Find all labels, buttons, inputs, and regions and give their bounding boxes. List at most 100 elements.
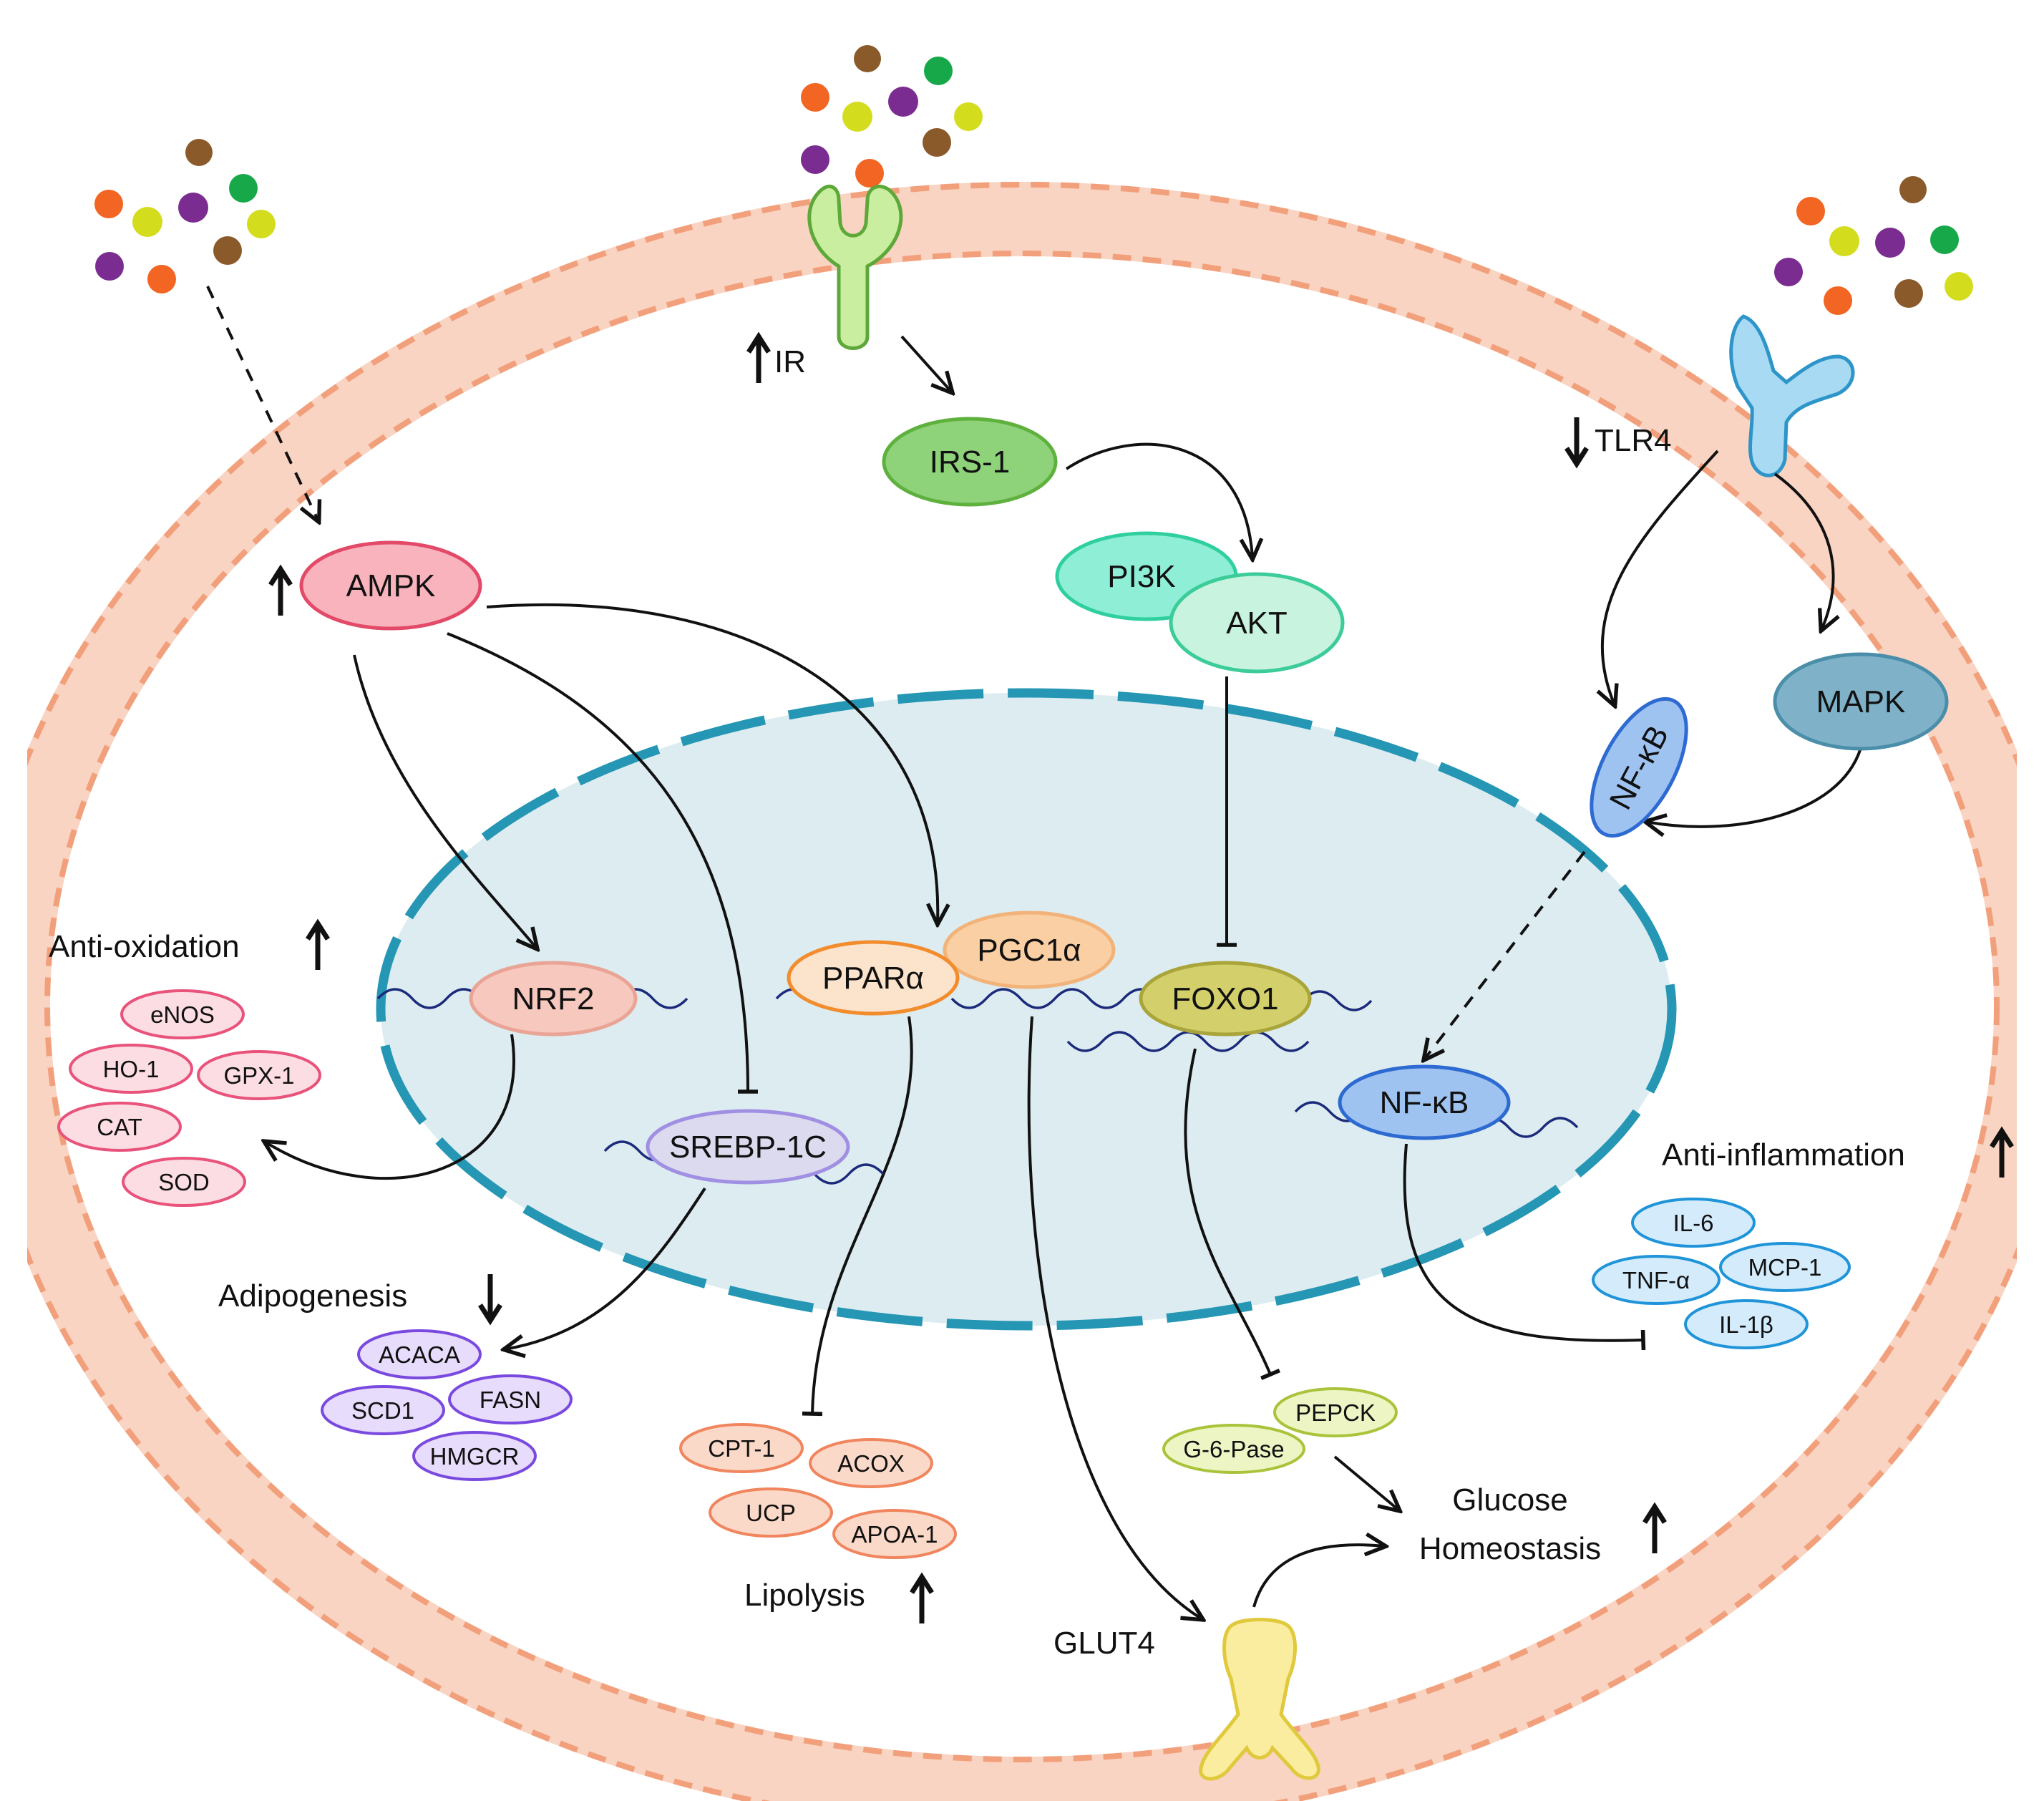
svg-text:SOD: SOD bbox=[158, 1169, 210, 1195]
up-arrow-icon bbox=[910, 1572, 934, 1623]
node-nrf2: NRF2 bbox=[469, 961, 638, 1037]
node-nfkb-cytoplasm: NF-κB bbox=[1590, 696, 1688, 838]
svg-text:ACACA: ACACA bbox=[379, 1341, 460, 1368]
antioxidant-gene-group: eNOS HO-1 GPX-1 CAT SOD bbox=[57, 989, 321, 1207]
gene-pill: HO-1 bbox=[69, 1044, 193, 1094]
inhibit-ppara-to-lipolysis-genes bbox=[802, 1016, 913, 1417]
gene-pill: ACOX bbox=[809, 1438, 933, 1488]
arrow-srebp-to-adipogenic bbox=[505, 1187, 706, 1349]
svg-text:Lipolysis: Lipolysis bbox=[744, 1578, 865, 1613]
node-foxo1: FOXO1 bbox=[1139, 961, 1312, 1037]
arrow-tlr4-to-nfkb bbox=[1602, 450, 1719, 705]
svg-text:CPT-1: CPT-1 bbox=[708, 1435, 775, 1462]
gene-pill: APOA-1 bbox=[832, 1509, 957, 1559]
down-arrow-icon bbox=[1564, 417, 1589, 469]
tlr4-receptor-shape bbox=[1729, 314, 1855, 477]
connector-lines bbox=[206, 286, 1862, 1619]
node-ampk: AMPK bbox=[268, 540, 482, 631]
gene-pill: HMGCR bbox=[412, 1431, 537, 1481]
svg-text:NRF2: NRF2 bbox=[512, 981, 595, 1016]
outcome-glucose-homeostasis: Glucose Homeostasis bbox=[1419, 1482, 1667, 1566]
arrow-ligand-to-ampk bbox=[206, 286, 318, 521]
svg-text:CAT: CAT bbox=[97, 1114, 142, 1140]
ligand-cluster-left bbox=[94, 139, 276, 293]
svg-text:SCD1: SCD1 bbox=[351, 1397, 414, 1424]
arrow-glut4-to-glucose bbox=[1252, 1545, 1385, 1608]
arrow-pgc1a-to-glut4 bbox=[1027, 1016, 1202, 1619]
svg-text:IL-6: IL-6 bbox=[1673, 1210, 1714, 1236]
gene-pill: ACACA bbox=[357, 1329, 482, 1379]
ir-label-group: IR bbox=[746, 331, 806, 383]
svg-text:AMPK: AMPK bbox=[346, 568, 436, 603]
gene-pill: IL-1β bbox=[1684, 1299, 1809, 1349]
svg-text:eNOS: eNOS bbox=[150, 1001, 215, 1028]
outcome-anti-inflammation: Anti-inflammation bbox=[1662, 1126, 2014, 1178]
svg-text:MAPK: MAPK bbox=[1816, 684, 1906, 719]
tlr4-label-group: TLR4 bbox=[1564, 417, 1672, 469]
up-arrow-icon bbox=[306, 918, 330, 970]
ir-label: IR bbox=[774, 344, 806, 379]
svg-text:Anti-inflammation: Anti-inflammation bbox=[1662, 1137, 1905, 1173]
node-srebp1c: SREBP-1C bbox=[646, 1109, 850, 1185]
lipolytic-gene-group: CPT-1 ACOX UCP APOA-1 bbox=[679, 1423, 957, 1559]
svg-text:APOA-1: APOA-1 bbox=[851, 1521, 938, 1548]
svg-text:AKT: AKT bbox=[1226, 606, 1288, 641]
svg-text:IRS-1: IRS-1 bbox=[930, 445, 1010, 480]
node-mapk: MAPK bbox=[1773, 652, 1949, 751]
gene-pill: G-6-Pase bbox=[1162, 1424, 1305, 1474]
gene-pill: FASN bbox=[448, 1374, 573, 1424]
inhibit-nfkb-to-cytokines bbox=[1403, 1143, 1646, 1351]
arrow-ampk-to-nrf2 bbox=[353, 654, 537, 948]
inhibit-ampk-to-srebp bbox=[447, 632, 759, 1094]
arrow-ir-to-irs1 bbox=[900, 335, 952, 392]
gene-pill: TNF-α bbox=[1592, 1255, 1721, 1305]
svg-text:UCP: UCP bbox=[746, 1500, 796, 1526]
svg-text:HMGCR: HMGCR bbox=[430, 1443, 520, 1470]
svg-text:FOXO1: FOXO1 bbox=[1172, 981, 1278, 1016]
up-arrow-icon bbox=[746, 331, 771, 383]
svg-text:IL-1β: IL-1β bbox=[1719, 1311, 1773, 1338]
svg-text:TNF-α: TNF-α bbox=[1622, 1267, 1690, 1293]
arrow-ampk-to-ppara bbox=[486, 603, 938, 923]
node-ppara: PPARα bbox=[787, 940, 960, 1016]
svg-text:Anti-oxidation: Anti-oxidation bbox=[49, 929, 240, 964]
adipogenic-gene-group: ACACA SCD1 FASN HMGCR bbox=[321, 1329, 573, 1481]
svg-text:PGC1α: PGC1α bbox=[977, 933, 1081, 968]
node-irs1: IRS-1 bbox=[882, 417, 1058, 507]
outcome-lipolysis: Lipolysis bbox=[744, 1572, 934, 1623]
up-arrow-icon bbox=[268, 564, 293, 616]
inflammatory-gene-group: IL-6 TNF-α MCP-1 IL-1β bbox=[1592, 1198, 1851, 1349]
tlr4-label: TLR4 bbox=[1595, 423, 1672, 458]
up-arrow-icon bbox=[1642, 1502, 1667, 1553]
svg-text:Glucose: Glucose bbox=[1452, 1482, 1567, 1518]
outcome-adipogenesis: Adipogenesis bbox=[218, 1274, 502, 1326]
arrow-nrf2-to-antioxidants bbox=[265, 1034, 515, 1180]
svg-text:Homeostasis: Homeostasis bbox=[1419, 1531, 1601, 1566]
gene-pill: SOD bbox=[122, 1157, 246, 1207]
svg-text:PI3K: PI3K bbox=[1107, 559, 1175, 594]
gluconeogenic-gene-group: PEPCK G-6-Pase bbox=[1162, 1387, 1398, 1474]
ligand-cluster-right bbox=[1774, 176, 1973, 315]
svg-text:SREBP-1C: SREBP-1C bbox=[669, 1130, 827, 1165]
svg-text:NF-κB: NF-κB bbox=[1380, 1085, 1469, 1120]
outcome-anti-oxidation: Anti-oxidation bbox=[49, 918, 330, 970]
glut4-label: GLUT4 bbox=[1053, 1626, 1155, 1661]
ligand-cluster-top bbox=[801, 45, 983, 188]
up-arrow-icon bbox=[1990, 1126, 2014, 1178]
gene-pill: SCD1 bbox=[321, 1385, 445, 1435]
svg-text:GPX-1: GPX-1 bbox=[223, 1062, 294, 1089]
arrow-genes-to-glucose bbox=[1333, 1455, 1399, 1510]
svg-text:Adipogenesis: Adipogenesis bbox=[218, 1278, 407, 1314]
node-akt: AKT bbox=[1169, 572, 1345, 674]
node-nfkb-nucleus: NF-κB bbox=[1338, 1064, 1511, 1140]
down-arrow-icon bbox=[478, 1274, 502, 1326]
arrow-nfkb-translocation bbox=[1424, 850, 1586, 1059]
gene-pill: GPX-1 bbox=[197, 1050, 321, 1100]
svg-text:G-6-Pase: G-6-Pase bbox=[1183, 1436, 1284, 1462]
inhibit-foxo1-to-gluconeogenesis bbox=[1184, 1048, 1280, 1381]
gene-pill: PEPCK bbox=[1273, 1387, 1398, 1437]
ir-receptor-shape bbox=[807, 185, 903, 350]
arrow-mapk-to-nfkb bbox=[1646, 747, 1862, 827]
